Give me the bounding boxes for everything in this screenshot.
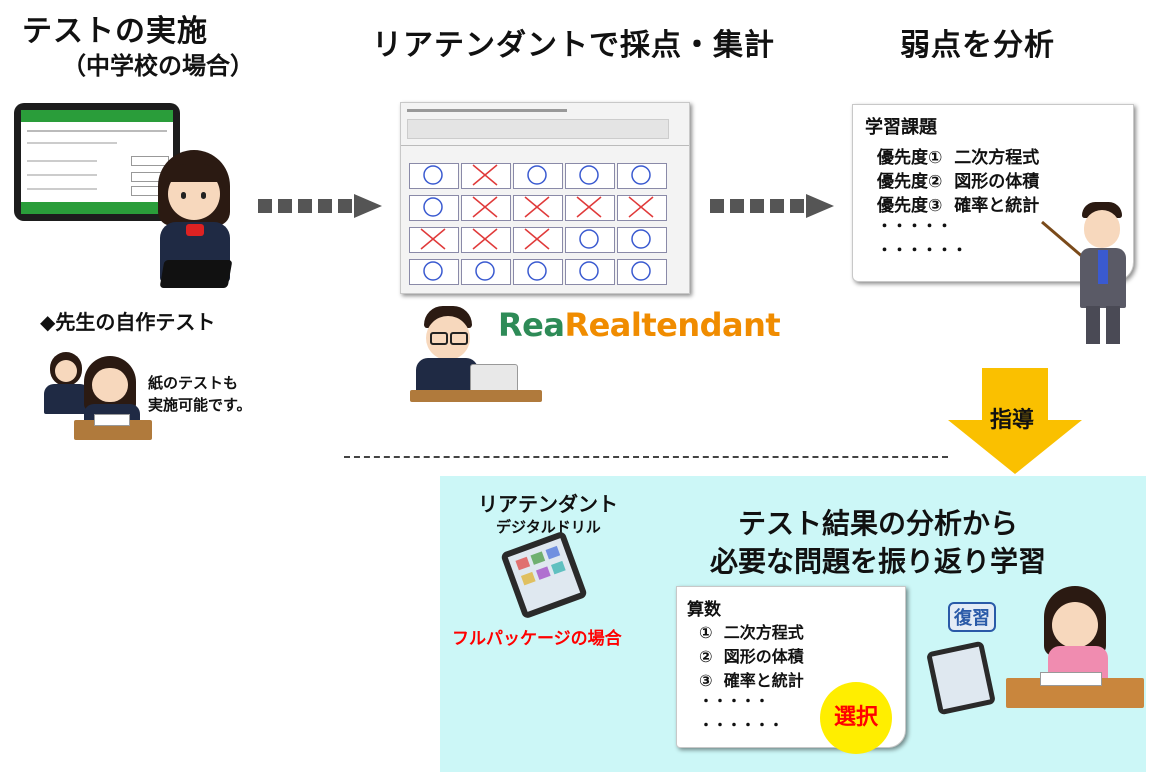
priority-item: 優先度② 図形の体積 (877, 172, 1040, 192)
analysis-more-1: ・・・・・ (877, 217, 953, 235)
analysis-card: 学習課題 優先度① 二次方程式 優先度② 図形の体積 優先度③ 確率と統計 ・・… (852, 104, 1134, 282)
paper-note-line1: 紙のテストも (148, 374, 239, 392)
priority-item: 優先度③ 確率と統計 (877, 196, 1040, 216)
drill-card: 算数 ① 二次方程式 ② 図形の体積 ③ 確率と統計 ・・・・・ ・・・・・・ (676, 586, 906, 748)
step1-subtitle: （中学校の場合） (62, 52, 254, 80)
drill-title: リアテンダント (478, 492, 618, 516)
headline-line2: 必要な問題を振り返り学習 (710, 545, 1047, 578)
analysis-card-heading: 学習課題 (865, 117, 937, 138)
full-package-label: フルパッケージの場合 (452, 629, 622, 649)
teacher-pointer-illustration (1040, 200, 1148, 346)
studying-girl-illustration (1000, 586, 1146, 722)
realtendant-logo-text: Realtendant (564, 306, 781, 344)
review-tablet-illustration (925, 640, 997, 716)
paper-note-line2: 実施可能です。 (148, 396, 252, 414)
guidance-arrow: 指導 (948, 368, 1082, 474)
drill-subtitle: デジタルドリル (496, 518, 601, 536)
step3-title: 弱点を分析 (900, 28, 1055, 63)
grading-screen-illustration (400, 102, 690, 294)
student-girl-illustration (150, 150, 240, 300)
drill-more-2: ・・・・・・ (699, 718, 783, 734)
guidance-label: 指導 (990, 408, 1035, 433)
teacher-test-label: ◆先生の自作テスト (40, 310, 216, 334)
step1-title: テストの実施 (22, 14, 208, 49)
tablet-test-illustration (14, 103, 180, 221)
drill-item: ③ 確率と統計 (699, 671, 804, 690)
headline-line1: テスト結果の分析から (738, 507, 1019, 540)
step2-title: リアテンダントで採点・集計 (372, 28, 775, 63)
classroom-students-illustration (44, 350, 152, 442)
drill-more-1: ・・・・・ (699, 694, 769, 710)
analysis-more-2: ・・・・・・ (877, 241, 968, 259)
review-sign: 復習 (948, 602, 996, 632)
section-divider (344, 456, 948, 458)
dotted-arrow-1 (258, 194, 382, 218)
drill-item: ② 図形の体積 (699, 647, 804, 666)
digital-drill-panel: リアテンダント デジタルドリル フルパッケージの場合 テスト結果の分析から 必要… (440, 476, 1146, 772)
realtendant-logo: ReaRealtendant (498, 306, 781, 344)
priority-item: 優先度① 二次方程式 (877, 148, 1040, 168)
teacher-laptop-illustration (410, 302, 542, 406)
drill-item: ① 二次方程式 (699, 623, 804, 642)
dotted-arrow-2 (710, 194, 834, 218)
drill-tablet-illustration (500, 530, 588, 620)
select-badge[interactable]: 選択 (820, 682, 892, 754)
drill-card-heading: 算数 (687, 600, 721, 620)
